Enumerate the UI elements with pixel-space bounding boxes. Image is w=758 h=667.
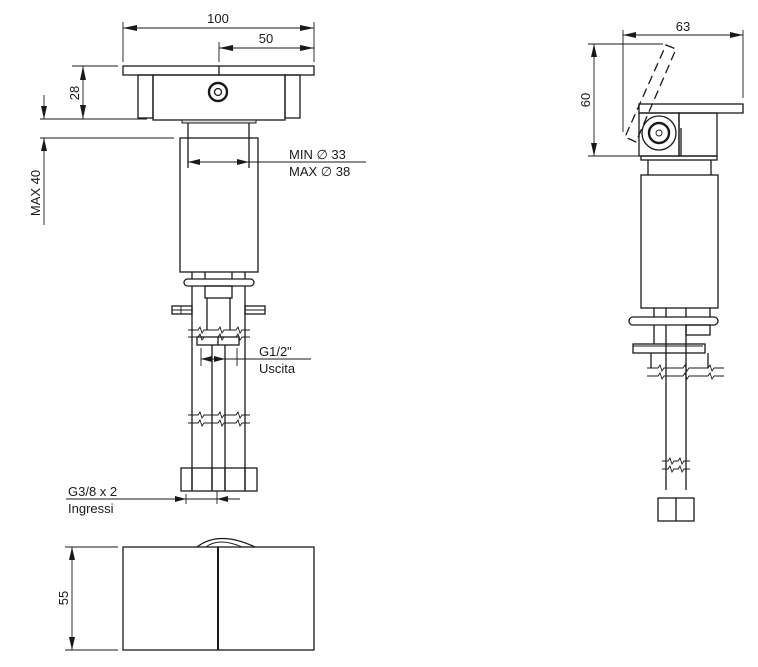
inlet-nuts [180,467,258,492]
top-view: 55 [56,537,315,651]
dim-60-label: 60 [578,93,593,107]
dimension-max-deck: MAX 40 [28,95,174,225]
dim-outlet-label: Uscita [259,361,296,376]
dim-inlet-label: Ingressi [68,501,114,516]
dimension-half-width: 50 [218,31,314,62]
dimension-overall-depth: 63 [622,19,744,132]
dim-inlet-thread-label: G3/8 x 2 [68,484,117,499]
left-flange [137,74,154,119]
dimension-outlet-thread: G1/2" Uscita [200,344,311,376]
hex-screw-icon [207,81,229,103]
right-flange [284,74,301,119]
dimension-hole-diameter: MIN ∅ 33 MAX ∅ 38 [188,147,366,179]
fixing-washer [183,278,255,287]
side-body [678,112,718,157]
side-view: 63 60 [578,19,744,522]
dim-100-label: 100 [207,11,229,26]
supply-hoses [180,286,258,492]
mixer-body [152,74,286,121]
dim-outlet-thread-label: G1/2" [259,344,292,359]
dim-max-diameter-label: MAX ∅ 38 [289,164,350,179]
side-fixing-bar [632,343,706,354]
lever-plate [638,103,744,114]
dimension-body-height: 28 [40,65,147,120]
gasket [181,119,257,124]
side-deck-cylinder [640,174,719,309]
front-view: 100 50 28 [28,11,366,516]
fixing-nut [204,285,233,299]
dim-63-label: 63 [676,19,690,34]
dimension-top-view-height: 55 [56,546,118,651]
hinge-pivot-icon [641,115,677,151]
dim-50-label: 50 [259,31,273,46]
dim-max40-label: MAX 40 [28,170,43,216]
dimension-overall-width: 100 [122,11,315,62]
deck-cylinder [179,137,259,273]
dim-28-label: 28 [67,86,82,100]
side-nut [685,324,711,336]
side-washer [628,316,719,326]
dimension-lever-height: 60 [578,43,663,157]
side-base [640,155,718,161]
dimension-inlet-thread: G3/8 x 2 Ingressi [66,484,240,516]
dim-min-diameter-label: MIN ∅ 33 [289,147,346,162]
dim-55-label: 55 [56,591,71,605]
